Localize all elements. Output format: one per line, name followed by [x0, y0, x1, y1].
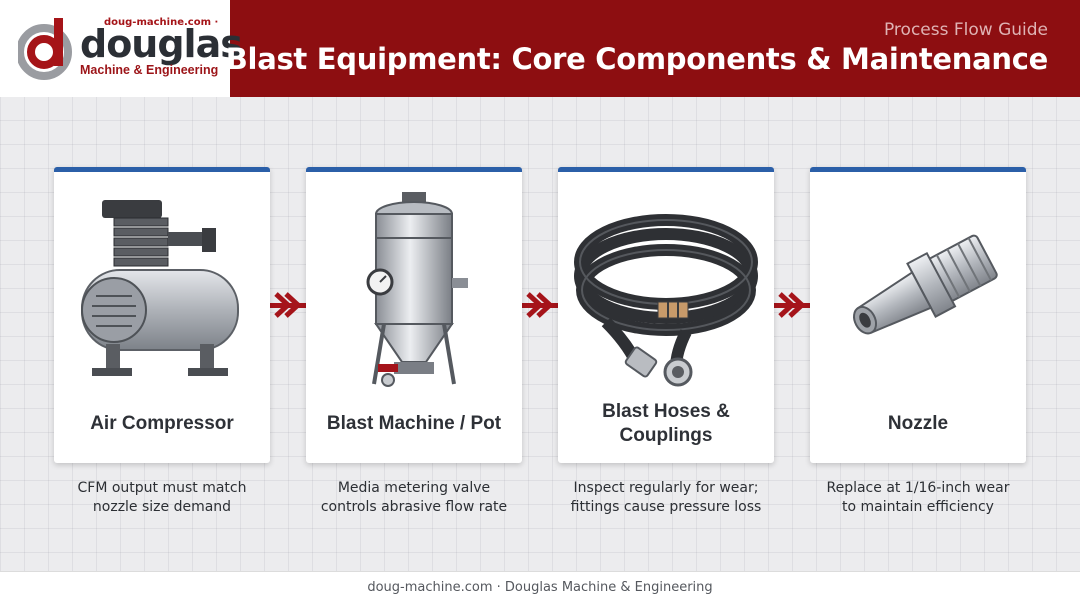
flow-arrow-icon [778, 292, 806, 318]
step-title: Blast Machine / Pot [326, 413, 502, 434]
step-description: Inspect regularly for wear; fittings cau… [551, 479, 781, 517]
flow-arrow-icon [526, 292, 554, 318]
step-description: CFM output must match nozzle size demand [47, 479, 277, 517]
step-description: Media metering valve controls abrasive f… [299, 479, 529, 517]
step-title: Nozzle [887, 413, 949, 434]
brand-subtitle: Machine & Engineering [80, 63, 219, 77]
step-title: Air Compressor [90, 413, 234, 434]
step-card-blast-hoses[interactable]: Blast Hoses & Couplings [558, 167, 774, 463]
blast-hose-icon [574, 214, 758, 387]
flow-connector-line [150, 303, 920, 308]
step-description-line1: Inspect regularly for wear; [573, 480, 759, 496]
step-card-air-compressor[interactable]: Air Compressor [54, 167, 270, 463]
footer-text[interactable]: doug-machine.com · Douglas Machine & Eng… [367, 580, 713, 595]
brand-logo[interactable]: doug-machine.com · douglas Machine & Eng… [0, 0, 243, 97]
step-title: Blast Hoses & [602, 401, 730, 422]
step-card-nozzle[interactable]: Nozzle [810, 167, 1026, 463]
step-description-line1: Media metering valve [337, 480, 491, 496]
step-description-line2: controls abrasive flow rate [320, 499, 508, 515]
flow-arrow-icon [274, 292, 302, 318]
douglas-logo-icon [18, 18, 72, 80]
brand-name: douglas [80, 22, 243, 66]
step-description-line2: fittings cause pressure loss [570, 499, 762, 515]
step-description-line1: CFM output must match [77, 480, 247, 496]
nozzle-icon [853, 234, 998, 335]
step-description-line2: to maintain efficiency [842, 499, 994, 515]
step-card-blast-machine[interactable]: Blast Machine / Pot [306, 167, 522, 463]
step-title-line2: Couplings [619, 425, 713, 446]
page-title: Blast Equipment: Core Components & Maint… [225, 42, 1049, 76]
step-description-line2: nozzle size demand [92, 499, 232, 515]
air-compressor-icon [81, 200, 239, 376]
header-banner: doug-machine.com · douglas Machine & Eng… [0, 0, 1080, 97]
brand-url: doug-machine.com · [104, 17, 219, 28]
footer: doug-machine.com · Douglas Machine & Eng… [0, 571, 1080, 603]
step-description-line1: Replace at 1/16-inch wear [826, 480, 1010, 496]
blast-pot-icon [366, 192, 468, 387]
header-kicker: Process Flow Guide [883, 20, 1048, 40]
step-description: Replace at 1/16-inch wear to maintain ef… [803, 479, 1033, 517]
